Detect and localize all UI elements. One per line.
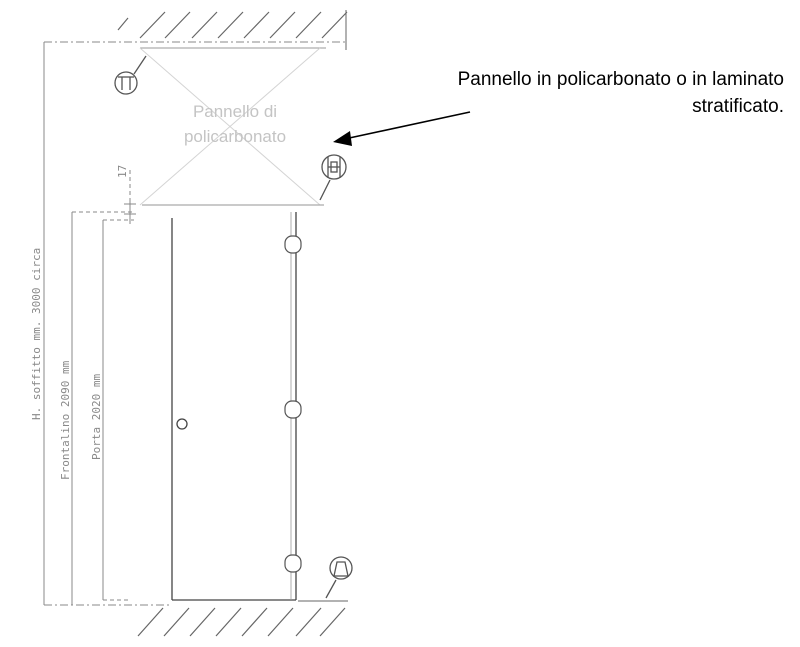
polycarbonate-panel xyxy=(139,47,321,206)
door-handle xyxy=(176,418,188,430)
panel-label: Pannello di policarbonato xyxy=(150,99,320,149)
h-profile-symbol xyxy=(319,154,347,201)
annotation-line1: Pannello in policarbonato o in laminato xyxy=(457,69,784,90)
ceiling-profile-symbol xyxy=(114,55,147,95)
annotation-arrow xyxy=(333,111,471,146)
annotation-text: Pannello in policarbonato o in laminato … xyxy=(300,66,784,120)
hinge-top xyxy=(284,235,302,254)
hinge-middle xyxy=(284,400,302,419)
dimension-lines xyxy=(43,42,172,606)
door-leaf xyxy=(171,212,297,601)
panel-label-line1: Pannello di xyxy=(192,102,278,121)
floor-hatch xyxy=(137,607,346,637)
ceiling-hatch xyxy=(117,11,348,39)
hinges xyxy=(284,235,302,573)
transom-height-dimension: Frontalino 2090 mm xyxy=(59,360,72,480)
ceiling-height-dimension: H. soffitto mm. 3000 circa xyxy=(30,248,43,420)
gap-dimension: 17 xyxy=(116,165,129,178)
door-height-dimension: Porta 2020 mm xyxy=(90,374,103,460)
floor-profile-symbol xyxy=(325,556,353,599)
hinge-bottom xyxy=(284,554,302,573)
annotation-line2: stratificato. xyxy=(692,96,784,117)
panel-label-line2: policarbonato xyxy=(183,127,287,146)
